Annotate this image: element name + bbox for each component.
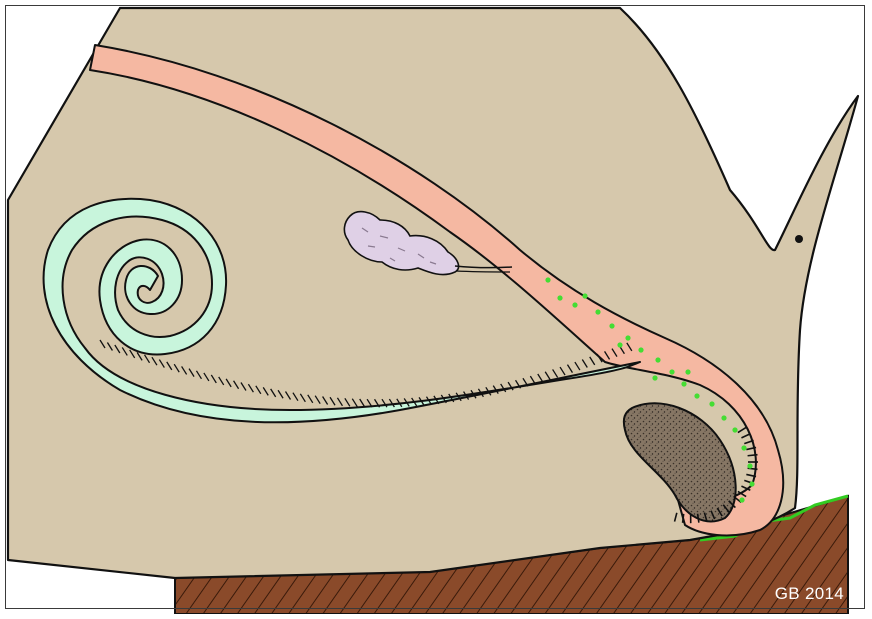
tooth-mark bbox=[683, 514, 684, 523]
food-particle bbox=[721, 415, 726, 420]
food-particle bbox=[709, 401, 714, 406]
food-particle bbox=[557, 295, 562, 300]
food-particle bbox=[685, 369, 690, 374]
food-particle bbox=[572, 302, 577, 307]
food-particle bbox=[694, 393, 699, 398]
food-particle bbox=[595, 309, 600, 314]
food-particle bbox=[741, 445, 746, 450]
food-particle bbox=[652, 375, 657, 380]
author-credit: GB 2014 bbox=[775, 584, 844, 604]
food-particle bbox=[609, 323, 614, 328]
food-particle bbox=[638, 347, 643, 352]
food-particle bbox=[545, 277, 550, 282]
food-particle bbox=[747, 463, 752, 468]
eye-spot-icon bbox=[795, 235, 803, 243]
food-particle bbox=[739, 497, 744, 502]
food-particle bbox=[625, 335, 630, 340]
food-particle bbox=[669, 369, 674, 374]
tooth-mark bbox=[748, 455, 758, 456]
food-particle bbox=[749, 481, 754, 486]
food-particle bbox=[582, 293, 587, 298]
food-particle bbox=[681, 381, 686, 386]
food-particle bbox=[655, 357, 660, 362]
food-particle bbox=[617, 342, 622, 347]
food-particle bbox=[732, 427, 737, 432]
